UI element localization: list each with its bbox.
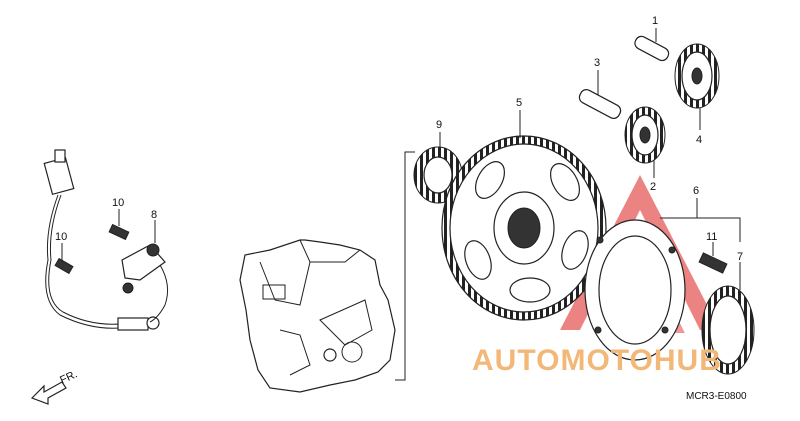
callout-labels: 1 2 3 4 5 6 7 8 9 10 10 11 bbox=[55, 15, 743, 263]
callout-3: 3 bbox=[594, 57, 600, 69]
front-direction-arrow: FR. bbox=[30, 368, 79, 405]
shaft-1 bbox=[634, 28, 670, 62]
bolt-10-middle bbox=[108, 209, 130, 241]
callout-4: 4 bbox=[696, 134, 702, 146]
direction-label: FR. bbox=[58, 368, 79, 386]
callout-8: 8 bbox=[151, 209, 157, 221]
watermark-text: AUTOMOTOHUB bbox=[472, 344, 722, 377]
callout-9: 9 bbox=[436, 119, 442, 131]
clutch-outer-6 bbox=[584, 219, 686, 361]
starter-driven-gear-5 bbox=[441, 110, 607, 321]
engine-crankcase bbox=[239, 239, 396, 393]
bracket-part-8 bbox=[121, 220, 169, 323]
callout-11: 11 bbox=[706, 231, 717, 243]
callout-7: 7 bbox=[737, 251, 743, 263]
one-way-clutch-7 bbox=[701, 262, 755, 375]
callout-10-left: 10 bbox=[55, 231, 67, 243]
callout-6: 6 bbox=[693, 185, 699, 197]
sensor-wire-assembly bbox=[43, 149, 160, 331]
idle-gear-4 bbox=[674, 43, 720, 130]
callout-5: 5 bbox=[516, 97, 522, 109]
bolt-11 bbox=[698, 242, 728, 274]
callout-10-middle: 10 bbox=[112, 197, 124, 209]
callout-2: 2 bbox=[650, 181, 656, 193]
callout-1: 1 bbox=[652, 15, 658, 27]
shaft-3 bbox=[578, 70, 622, 119]
reduction-gear-2 bbox=[624, 106, 666, 178]
diagram-code: MCR3-E0800 bbox=[686, 391, 747, 402]
leader-6 bbox=[660, 198, 741, 242]
bolt-10-left bbox=[54, 243, 74, 275]
leader-9 bbox=[395, 151, 415, 381]
